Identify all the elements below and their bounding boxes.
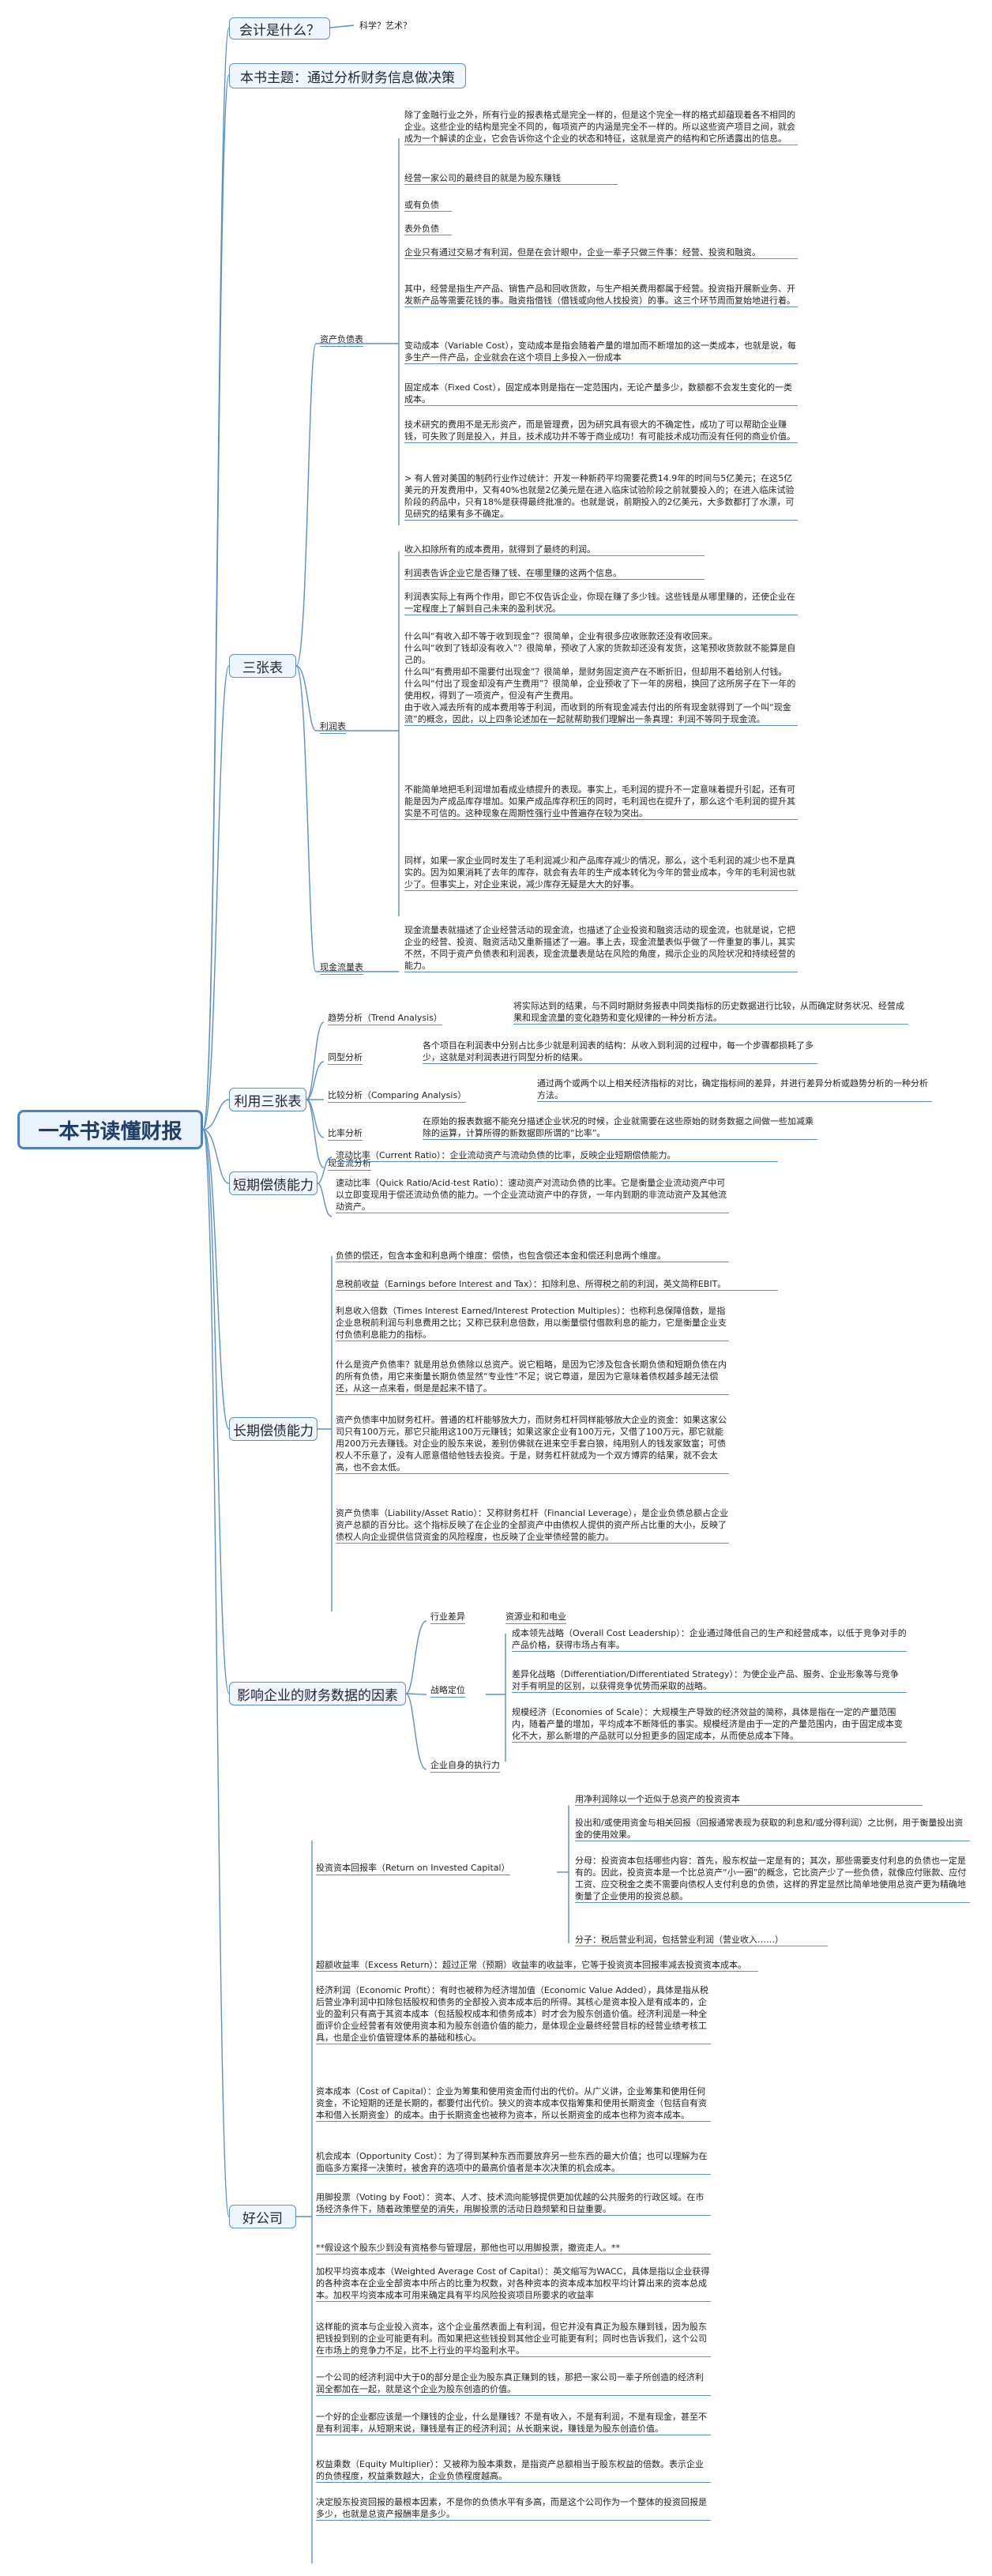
branch-book-theme[interactable]: 本书主题：通过分析财务信息做决策 <box>229 63 466 88</box>
note: 通过两个或两个以上相关经济指标的对比，确定指标间的差异，并进行差异分析或趋势分析… <box>537 1077 932 1102</box>
branch-using-statements[interactable]: 利用三张表 <box>229 1088 306 1111</box>
note: **假设这个股东少到没有资格参与管理层，那他也可以用脚投票，撤资走人。** <box>316 2242 711 2254</box>
analysis-ratio[interactable]: 比率分析 <box>328 1128 363 1141</box>
note: 收入扣除所有的成本费用，就得到了最终的利润。 <box>404 543 705 556</box>
factor-industry[interactable]: 行业差异 <box>430 1611 465 1624</box>
note: 息税前收益（Earnings before Interest and Tax）：… <box>336 1278 778 1291</box>
note: 技术研究的费用不是无形资产，而是管理费，因为研究具有很大的不确定性，成功了可以帮… <box>404 419 798 443</box>
note: 表外负债 <box>404 223 452 235</box>
branch-long-term-solvency[interactable]: 长期偿债能力 <box>229 1417 318 1441</box>
note: 差异化战略（Differentiation/Differentiated Str… <box>512 1668 907 1693</box>
note: 什么是资产负债率？就是用总负债除以总资产。说它粗略，是因为它涉及包含长期负债和短… <box>336 1359 729 1395</box>
note: 固定成本（Fixed Cost），固定成本则是指在一定范围内，无论产量多少，数额… <box>404 382 798 406</box>
note: 不能简单地把毛利润增加看成业绩提升的表现。事实上，毛利润的提升不一定意味着提升引… <box>404 784 798 820</box>
note: 机会成本（Opportunity Cost）：为了得到某种东西而要放弃另一些东西… <box>316 2150 711 2175</box>
roic[interactable]: 投资资本回报率（Return on Invested Capital） <box>316 1863 510 1875</box>
note: 用净利润除以一个近似于总资产的投资资本 <box>575 1793 922 1806</box>
note: 什么叫“有收入却不等于收到现金”？很简单，企业有很多应收账款还没有收回来。 什么… <box>404 630 798 726</box>
note: 规模经济（Economies of Scale）：大规模生产导致的经济效益的简称… <box>512 1706 907 1743</box>
note: 一个好的企业都应该是一个赚钱的企业，什么是赚钱？不是有收入，不是有利润，不是有现… <box>316 2411 711 2435</box>
note: 一个公司的经济利润中大于0的部分是企业为股东真正赚到的钱，那把一家公司一辈子所创… <box>316 2371 711 2396</box>
note: 利息收入倍数（Times Interest Earned/Interest Pr… <box>336 1305 729 1341</box>
factor-strategy[interactable]: 战略定位 <box>430 1685 465 1698</box>
sub-cashflow-statement[interactable]: 现金流量表 <box>320 962 363 975</box>
sub-balance-sheet[interactable]: 资产负债表 <box>320 334 363 347</box>
analysis-common-size[interactable]: 同型分析 <box>328 1052 363 1065</box>
note: 除了金融行业之外，所有行业的报表格式是完全一样的，但是这个完全一样的格式却蕴现着… <box>404 109 798 145</box>
factor-industry-example: 资源业和和电业 <box>505 1611 566 1624</box>
note: 这样能的资本与企业投入资本，这个企业虽然表面上有利润，但它并没有真正为股东赚到钱… <box>316 2321 711 2357</box>
note: 分子：税后营业利润，包括营业利润（营业收入……） <box>575 1934 828 1946</box>
note: 或有负债 <box>404 199 452 212</box>
analysis-cashflow[interactable]: 现金流分析 <box>328 1158 371 1171</box>
note: 将实际达到的结果，与不同时期财务报表中同类指标的历史数据进行比较，从而确定财务状… <box>513 1000 908 1025</box>
note: 资本成本（Cost of Capital）：企业为筹集和使用资金而付出的代价。从… <box>316 2085 711 2122</box>
note: 其中，经营是指生产产品、销售产品和回收货款，与生产相关费用都属于经营。投资指开展… <box>404 283 798 307</box>
note: 经营一家公司的最终目的就是为股东赚钱 <box>404 172 618 185</box>
branch-factors[interactable]: 影响企业的财务数据的因素 <box>229 1682 406 1705</box>
note: 投出和/或使用资金与相关回报（回报通常表现为获取的利息和/或分得利润）之比例，用… <box>575 1817 970 1841</box>
analysis-trend[interactable]: 趋势分析（Trend Analysis） <box>328 1013 442 1025</box>
note: 速动比率（Quick Ratio/Acid-test Ratio）：速动资产对流… <box>336 1177 729 1213</box>
analysis-comparing[interactable]: 比较分析（Comparing Analysis） <box>328 1090 467 1103</box>
factor-execution[interactable]: 企业自身的执行力 <box>430 1760 500 1773</box>
note: 超额收益率（Excess Return）：超过正常（预期）收益率的收益率，它等于… <box>316 1959 758 1972</box>
note: 资产负债率中加财务杠杆。普通的杠杆能够放大力，而财务杠杆同样能够放大企业的资金：… <box>336 1414 729 1474</box>
note: 权益乘数（Equity Multiplier）：又被称为股本乘数，是指资产总额相… <box>316 2458 711 2483</box>
sub-income-statement[interactable]: 利润表 <box>320 721 346 734</box>
root-topic[interactable]: 一本书读懂财报 <box>17 1110 203 1149</box>
note: 资产负债率（Liability/Asset Ratio）：又称财务杠杆（Fina… <box>336 1508 729 1544</box>
note: 在原始的报表数据不能充分描述企业状况的时候，企业就需要在这些原始的财务数据之间做… <box>423 1115 817 1140</box>
branch-what-is-accounting[interactable]: 会计是什么？ <box>229 17 330 39</box>
note: 各个项目在利润表中分别占比多少就是利润表的结构：从收入到利润的过程中，每一个步骤… <box>423 1040 817 1064</box>
note: 利润表实际上有两个作用，即它不仅告诉企业，你现在赚了多少钱。这些钱是从哪里赚的，… <box>404 591 798 615</box>
note: 流动比率（Current Ratio）：企业流动资产与流动负债的比率，反映企业短… <box>336 1149 778 1162</box>
note: 分母：投资资本包括哪些内容：首先，股东权益一定是有的；其次，那些需要支付利息的负… <box>575 1855 970 1903</box>
branch-three-statements[interactable]: 三张表 <box>229 654 296 678</box>
branch-short-term-solvency[interactable]: 短期偿债能力 <box>229 1171 318 1195</box>
note: > 有人曾对美国的制药行业作过统计：开发一种新药平均需要花费14.9年的时间与5… <box>404 472 798 521</box>
note: 成本领先战略（Overall Cost Leadership）：企业通过降低自己… <box>512 1628 907 1652</box>
note: 企业只有通过交易才有利润，但是在会计眼中，企业一辈子只做三件事：经营、投资和融资… <box>404 246 798 259</box>
note: 利润表告诉企业它是否赚了钱、在哪里赚的这两个信息。 <box>404 567 705 580</box>
note: 经济利润（Economic Profit）：有时也被称为经济增加值（Econom… <box>316 1984 711 2044</box>
note: 现金流量表就描述了企业经营活动的现金流，也描述了企业投资和融资活动的现金流，也就… <box>404 924 798 972</box>
note: 用脚投票（Voting by Foot）：资本、人才、技术流向能够提供更加优越的… <box>316 2191 711 2216</box>
branch-what-is-accounting-child: 科学？艺术？ <box>359 21 411 31</box>
note: 加权平均资本成本（Weighted Average Cost of Capita… <box>316 2266 711 2302</box>
note: 负债的偿还，包含本金和利息两个维度：偿债，也包含偿还本金和偿还利息两个维度。 <box>336 1250 729 1262</box>
note: 变动成本（Variable Cost），变动成本是指会随着产量的增加而不断增加的… <box>404 340 798 364</box>
note: 决定股东投资回报的最根本因素，不是你的负债水平有多高，而是这个公司作为一个整体的… <box>316 2496 711 2521</box>
note: 同样，如果一家企业同时发生了毛利润减少和产品库存减少的情况，那么，这个毛利润的减… <box>404 855 798 891</box>
branch-good-company[interactable]: 好公司 <box>229 2205 296 2228</box>
